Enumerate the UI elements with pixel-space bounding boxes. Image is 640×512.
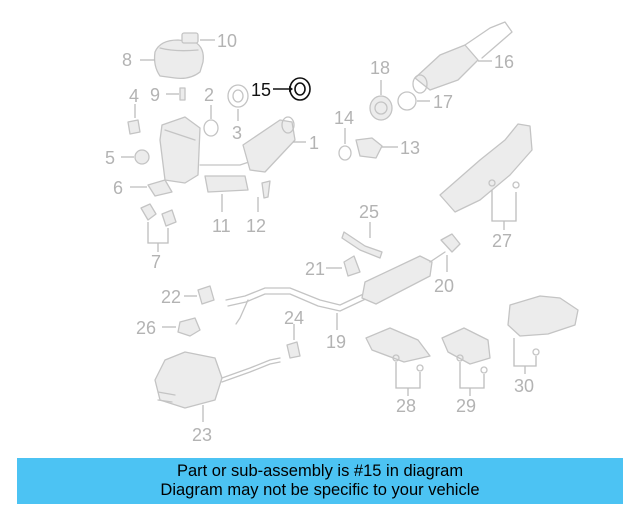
part-1-shape	[242, 116, 296, 173]
callout-9: 9	[150, 85, 160, 105]
part-28-shape	[365, 327, 431, 372]
callout-26: 26	[136, 318, 156, 338]
part-17-shape	[397, 91, 417, 111]
callout-30: 30	[514, 376, 534, 396]
part-24-shape	[286, 341, 301, 359]
banner-line-2: Diagram may not be specific to your vehi…	[160, 481, 480, 499]
part-27-shape	[439, 123, 533, 213]
part-5-shape	[134, 149, 150, 165]
part-19-exhaust-pipe	[225, 251, 446, 325]
part-23-shape	[154, 351, 281, 409]
callout-6: 6	[113, 178, 123, 198]
callout-3: 3	[232, 123, 242, 143]
part-25-shape	[341, 231, 383, 259]
callout-14: 14	[334, 108, 354, 128]
part-10-shape	[181, 32, 199, 44]
callout-4: 4	[129, 86, 139, 106]
callout-18: 18	[370, 58, 390, 78]
part-14-shape	[338, 145, 352, 161]
part-22-shape	[197, 285, 215, 305]
part-29-shape	[441, 327, 491, 374]
callout-13: 13	[400, 138, 420, 158]
callout-1: 1	[309, 133, 319, 153]
callout-21: 21	[305, 259, 325, 279]
callout-2: 2	[204, 85, 214, 105]
part-16-shape	[412, 21, 513, 94]
exhaust-system-diagram: 8 10 4 9 2 3 15 16 18 17 14 13	[105, 21, 579, 445]
part-12-shape	[261, 180, 271, 199]
part-8-shape	[153, 39, 204, 80]
callout-11: 11	[212, 216, 231, 236]
callout-17: 17	[433, 92, 453, 112]
callout-25: 25	[359, 202, 379, 222]
callout-15[interactable]: 15	[251, 80, 271, 100]
callout-20: 20	[434, 276, 454, 296]
callout-29: 29	[456, 396, 476, 416]
part-26-shape	[177, 317, 201, 337]
callout-10: 10	[217, 31, 237, 51]
info-banner: Part or sub-assembly is #15 in diagram D…	[17, 458, 623, 504]
part-4-shape	[127, 119, 141, 135]
part-9-shape	[179, 87, 186, 101]
part-6-shape	[147, 179, 173, 197]
part-3-shape	[227, 84, 249, 108]
part-7-shape	[140, 203, 177, 227]
banner-line-1: Part or sub-assembly is #15 in diagram	[176, 462, 464, 480]
callout-5: 5	[105, 148, 115, 168]
part-30-shape	[507, 295, 579, 356]
callout-12: 12	[246, 216, 266, 236]
callout-23: 23	[192, 425, 212, 445]
part-21-shape	[343, 255, 361, 277]
callout-24: 24	[284, 308, 304, 328]
callout-22: 22	[161, 287, 181, 307]
callout-16: 16	[494, 52, 514, 72]
callout-28: 28	[396, 396, 416, 416]
callout-19: 19	[326, 332, 346, 352]
part-20-shape	[440, 233, 461, 253]
callout-27: 27	[492, 231, 512, 251]
part-18-shape	[369, 95, 393, 121]
part-13-shape	[355, 137, 383, 159]
callout-7: 7	[151, 252, 161, 272]
callout-8: 8	[122, 50, 132, 70]
part-11-shape	[204, 175, 249, 193]
part-2-shape	[203, 119, 219, 137]
